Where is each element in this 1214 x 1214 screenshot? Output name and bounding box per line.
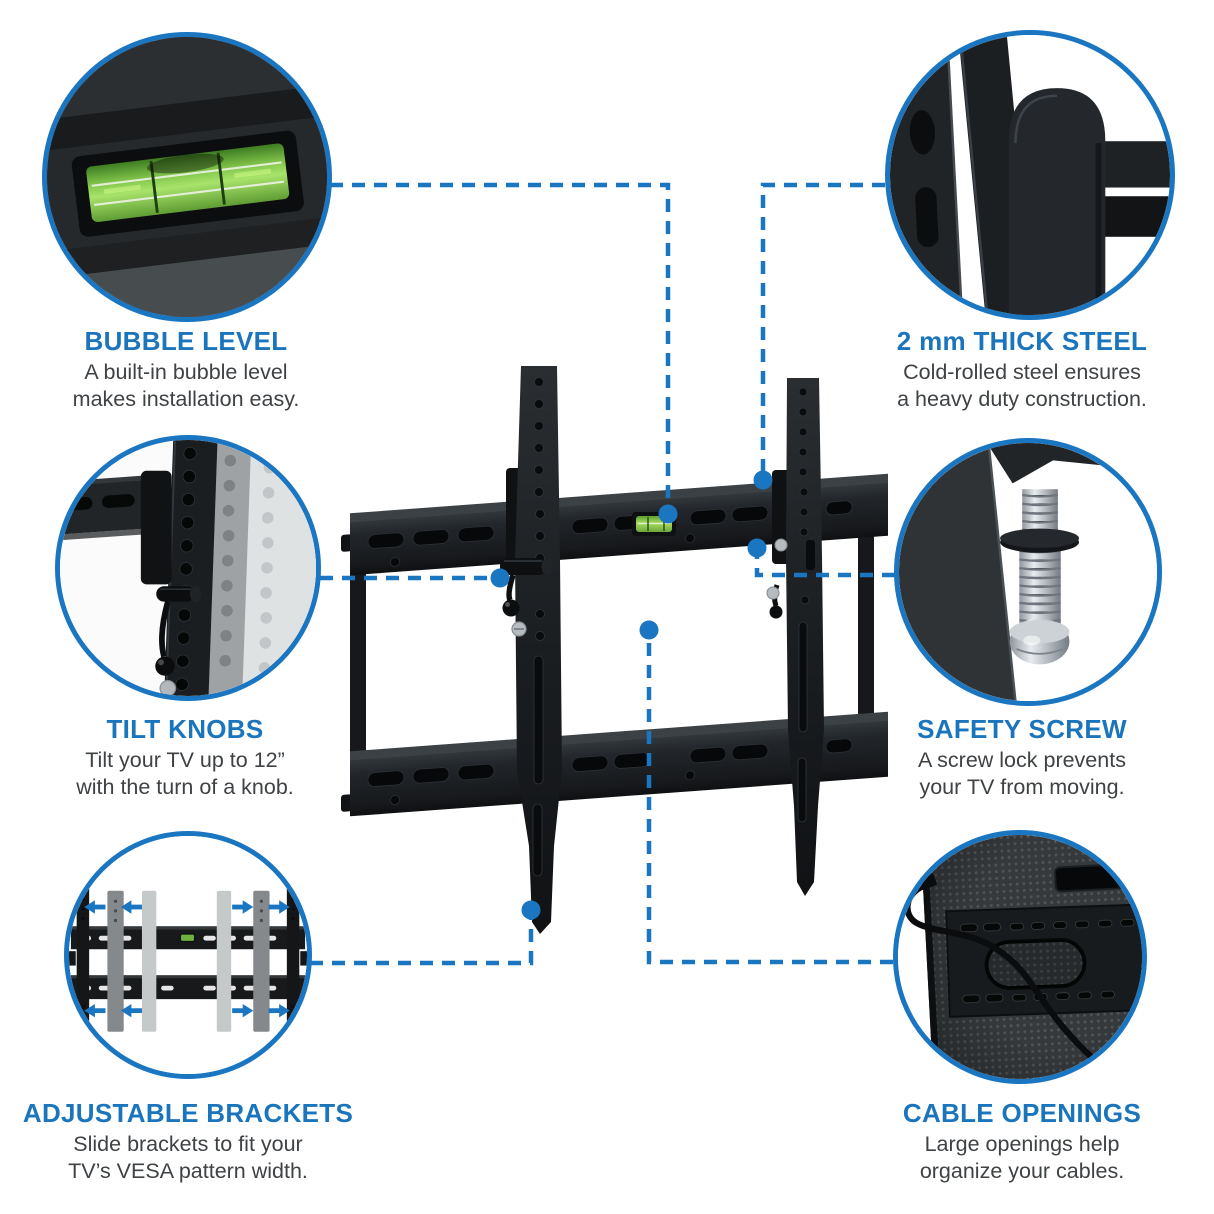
cable-openings-photo	[893, 830, 1147, 1084]
adjustable-brackets-photo	[64, 831, 312, 1079]
wall-plate	[341, 473, 888, 817]
wall-plate-left-post	[350, 525, 366, 815]
right-tv-bracket	[766, 378, 824, 896]
dot-thick-steel	[753, 470, 773, 490]
feature-title-cable-openings: CABLE OPENINGS	[902, 1098, 1142, 1128]
left-tv-bracket	[500, 366, 562, 934]
feature-title-bubble-level: BUBBLE LEVEL	[84, 326, 288, 356]
slide-arrows	[84, 900, 290, 1018]
feature-desc-tilt-knobs: Tilt your TV up to 12”with the turn of a…	[76, 748, 294, 800]
tv-mount-illustration	[341, 366, 888, 934]
feature-title-tilt-knobs: TILT KNOBS	[106, 714, 264, 744]
callout-dots	[490, 470, 773, 920]
connector-thick-steel	[760, 182, 885, 478]
dot-cable-openings	[639, 620, 659, 640]
bottom-rail-slots	[367, 738, 853, 805]
tilt-knobs-photo	[55, 435, 321, 701]
callout-connectors	[310, 182, 895, 966]
connector-bubble-level	[330, 182, 671, 512]
feature-title-thick-steel: 2 mm THICK STEEL	[896, 326, 1148, 356]
left-bracket-holes	[532, 377, 545, 877]
left-tab-bottom	[341, 794, 352, 812]
dot-tilt-knobs	[490, 568, 510, 588]
dot-bubble-level	[658, 504, 678, 524]
dot-safety-screw	[747, 538, 767, 558]
right-bracket-holes	[797, 387, 810, 823]
wall-plate-right-post	[858, 479, 874, 749]
connector-adjustable-brackets	[310, 912, 534, 966]
dot-adjustable-brackets	[521, 900, 541, 920]
bubble-level-photo	[42, 32, 332, 322]
safety-screw-photo	[894, 438, 1162, 706]
right-tilt-knob	[766, 538, 815, 619]
left-tab-top	[341, 534, 352, 552]
top-rail-top-face	[350, 473, 888, 524]
left-tilt-knob	[500, 558, 553, 637]
feature-title-safety-screw: SAFETY SCREW	[917, 714, 1127, 744]
feature-adjustable-brackets: ADJUSTABLE BRACKETS Slide brackets to fi…	[8, 1098, 368, 1185]
connector-cable-openings	[646, 632, 893, 965]
thick-steel-photo	[885, 30, 1175, 320]
bottom-rail-top-face	[350, 711, 888, 762]
cable	[904, 881, 1107, 1071]
feature-thick-steel: 2 mm THICK STEEL Cold-rolled steel ensur…	[842, 326, 1202, 413]
feature-title-adjustable-brackets: ADJUSTABLE BRACKETS	[22, 1098, 354, 1128]
connector-safety-screw	[754, 550, 895, 578]
feature-tilt-knobs: TILT KNOBS Tilt your TV up to 12”with th…	[5, 714, 365, 801]
